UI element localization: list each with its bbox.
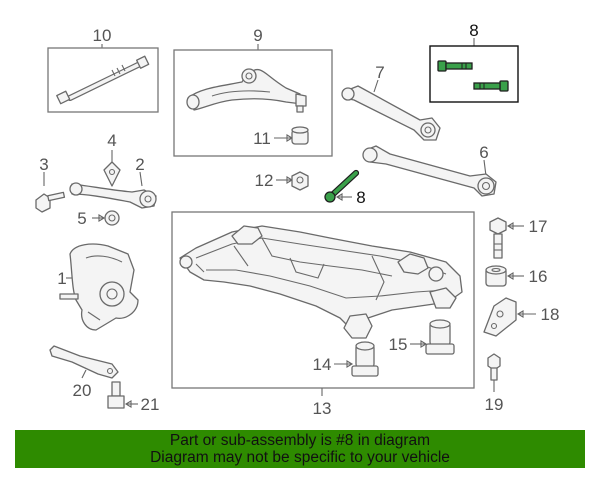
part-13-box: [171, 211, 475, 389]
part-5-washer: [104, 210, 120, 226]
part-1-knuckle: [59, 243, 139, 331]
part-8-bolts-group[interactable]: [429, 38, 519, 103]
part-7-link-group[interactable]: [341, 79, 441, 141]
part-10-box: [47, 47, 159, 113]
part-11-bushing-group[interactable]: [274, 126, 309, 145]
callout-15[interactable]: 15: [389, 335, 408, 354]
part-18-bracket-group[interactable]: [483, 297, 536, 337]
callout-1[interactable]: 1: [57, 269, 66, 288]
callout-4[interactable]: 4: [107, 131, 116, 150]
part-20-bracket: [49, 345, 119, 379]
part-5-washer-group[interactable]: [92, 210, 120, 226]
callout-3[interactable]: 3: [39, 155, 48, 174]
part-17-bolt-group[interactable]: [489, 217, 524, 259]
part-11-bushing: [291, 126, 309, 145]
part-4-washer-group[interactable]: [103, 150, 121, 187]
callout-9[interactable]: 9: [253, 26, 262, 45]
part-18-bracket: [483, 297, 517, 337]
part-19-bolt: [487, 353, 501, 381]
callout-21[interactable]: 21: [141, 395, 160, 414]
part-8-bolt-lower: [473, 80, 509, 92]
callout-19[interactable]: 19: [485, 395, 504, 414]
part-21-bolt: [107, 381, 125, 409]
part-3-bolt: [35, 191, 66, 213]
part-20-bracket-group[interactable]: [49, 345, 119, 379]
callout-18[interactable]: 18: [541, 305, 560, 324]
part-8-single-bolt: [324, 169, 360, 203]
callout-12[interactable]: 12: [255, 171, 274, 190]
part-4-washer: [103, 161, 121, 187]
banner-line-1: Part or sub-assembly is #8 in diagram: [169, 432, 431, 449]
callout-5[interactable]: 5: [77, 209, 86, 228]
part-10-bolt: [56, 55, 150, 105]
part-10-bolt-group[interactable]: [47, 44, 159, 113]
part-6-link-group[interactable]: [362, 145, 497, 197]
part-21-bolt-group[interactable]: [107, 381, 138, 409]
part-13-subframe-group[interactable]: [171, 211, 475, 396]
part-6-link: [362, 145, 497, 197]
part-16-bushing: [485, 265, 507, 287]
part-12-nut: [291, 171, 309, 191]
part-7-link: [341, 85, 441, 141]
part-8-bolt-upper: [437, 60, 473, 72]
part-1-knuckle-group[interactable]: [59, 243, 139, 331]
banner-line-2: Diagram may not be specific to your vehi…: [150, 449, 450, 466]
callout-14[interactable]: 14: [313, 355, 332, 374]
part-15-bushing-group[interactable]: [410, 319, 455, 355]
callout-2[interactable]: 2: [135, 155, 144, 174]
callout-16[interactable]: 16: [529, 267, 548, 286]
callout-17[interactable]: 17: [529, 217, 548, 236]
part-2-link: [69, 182, 157, 209]
callout-6[interactable]: 6: [479, 143, 488, 162]
part-9-upper-arm-group[interactable]: [173, 44, 333, 157]
callout-20[interactable]: 20: [73, 381, 92, 400]
callout-13[interactable]: 13: [313, 399, 332, 418]
callout-10[interactable]: 10: [93, 26, 112, 45]
callout-8-box[interactable]: 8: [469, 21, 478, 40]
part-8-box: [429, 45, 519, 103]
part-2-link-group[interactable]: [69, 171, 157, 209]
part-16-bushing-group[interactable]: [485, 265, 524, 287]
part-12-nut-group[interactable]: [276, 171, 309, 191]
part-14-bushing-group[interactable]: [334, 341, 379, 377]
callout-8[interactable]: 8: [356, 188, 365, 207]
info-banner: Part or sub-assembly is #8 in diagram Di…: [15, 430, 585, 468]
callout-7[interactable]: 7: [375, 63, 384, 82]
callout-11[interactable]: 11: [253, 129, 271, 148]
part-19-bolt-group[interactable]: [487, 353, 501, 392]
part-9-box: [173, 49, 333, 157]
part-15-bushing: [425, 319, 455, 355]
part-8-single-bolt-group[interactable]: [324, 169, 360, 203]
part-9-upper-control-arm: [186, 68, 307, 113]
part-14-bushing: [351, 341, 379, 377]
part-17-bolt: [489, 217, 507, 259]
part-3-bolt-group[interactable]: [35, 172, 66, 213]
part-13-subframe: [179, 225, 463, 339]
